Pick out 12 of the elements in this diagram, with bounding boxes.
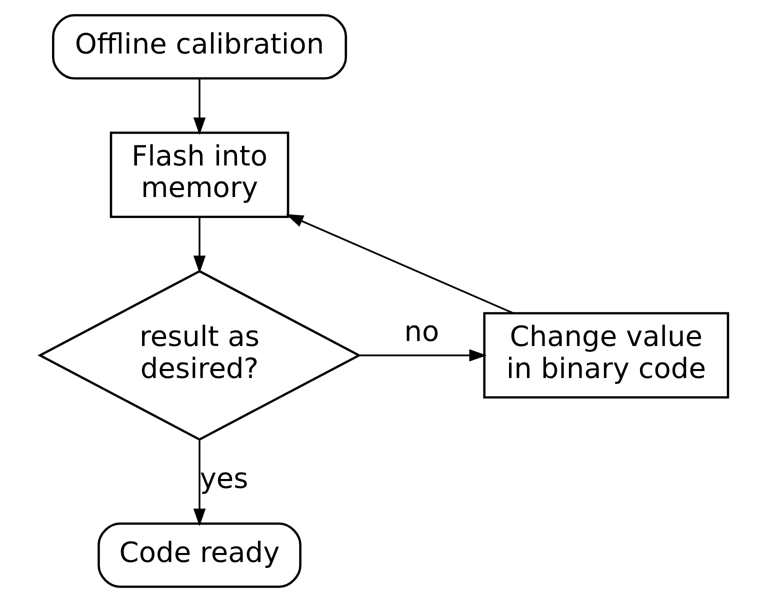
arrow: [192, 440, 206, 526]
arrow: [192, 217, 206, 274]
arrow: [358, 349, 486, 362]
edge-label: no: [404, 314, 439, 348]
node-diamond: result as desired?: [37, 270, 361, 441]
node-box: Code ready: [97, 522, 301, 588]
arrow: [192, 78, 206, 136]
edge-label: yes: [199, 462, 248, 496]
node-box: Offline calibration: [52, 14, 347, 80]
arrow: [285, 214, 514, 314]
node-box: Flash into memory: [109, 132, 289, 218]
node-box: Change value in binary code: [482, 312, 729, 399]
